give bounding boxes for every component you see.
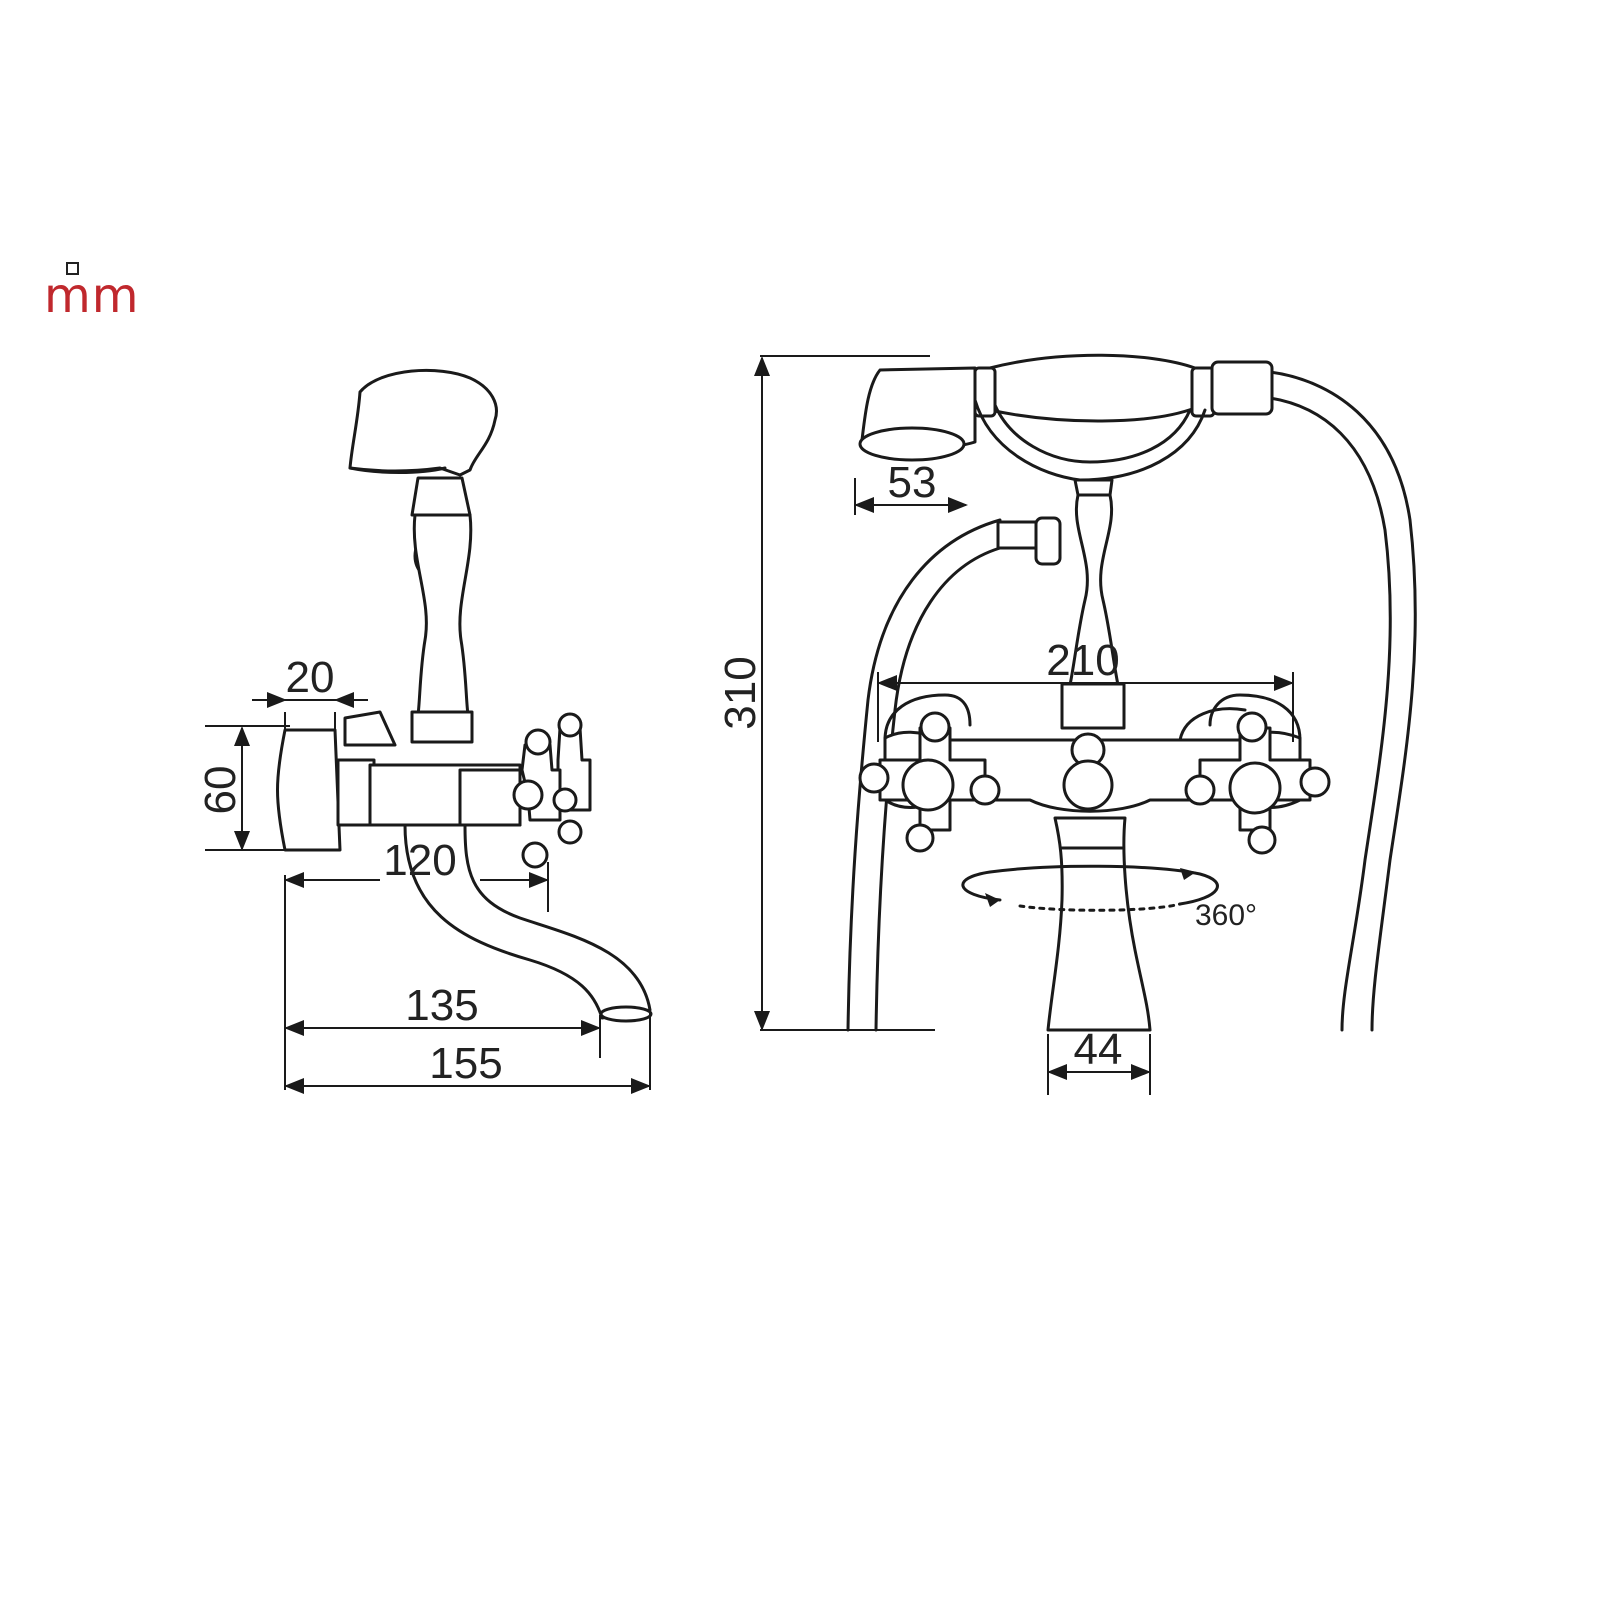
dim-projection-inner-label: 135 [405, 981, 478, 1030]
dim-spout-base-label: 44 [1074, 1025, 1123, 1074]
dim-total-height-label: 310 [716, 656, 765, 729]
front-handset-grip [988, 353, 1197, 423]
front-cross-handle-right [1184, 711, 1331, 855]
side-cross-handle-front [512, 728, 578, 869]
front-view: 360° 310 53 210 44 [716, 353, 1417, 1095]
side-riser-nut [410, 710, 474, 744]
front-hose-right [1268, 370, 1417, 1032]
side-riser [412, 513, 473, 717]
side-handshower-head [348, 368, 498, 477]
rotation-indicator: 360° [961, 864, 1257, 932]
dim-body-height-label: 60 [196, 766, 245, 815]
side-spout [403, 823, 652, 1020]
front-hose-nut [996, 520, 1038, 550]
dim-wall-offset-label: 20 [286, 653, 335, 702]
side-cross-handle-rear [556, 712, 592, 845]
front-spout-column [1046, 816, 1152, 1032]
dim-handshower-width-label: 53 [888, 458, 937, 507]
side-view: 20 60 120 135 155 [196, 368, 653, 1094]
front-diverter-knob [1062, 732, 1114, 811]
square-marker-icon [66, 262, 79, 275]
front-cross-handle-left [858, 711, 1001, 853]
front-riser-nut [1060, 682, 1126, 730]
rotation-label: 360° [1195, 899, 1257, 932]
side-body-collar [458, 768, 522, 827]
unit-text: mm [44, 268, 140, 324]
front-hose-left [846, 518, 1002, 1032]
side-wall-flange [276, 728, 342, 852]
dim-projection-total-label: 155 [429, 1039, 502, 1088]
dim-centers-label: 210 [1046, 636, 1119, 685]
side-swivel [410, 476, 472, 517]
dim-spout-reach-label: 120 [383, 836, 456, 885]
